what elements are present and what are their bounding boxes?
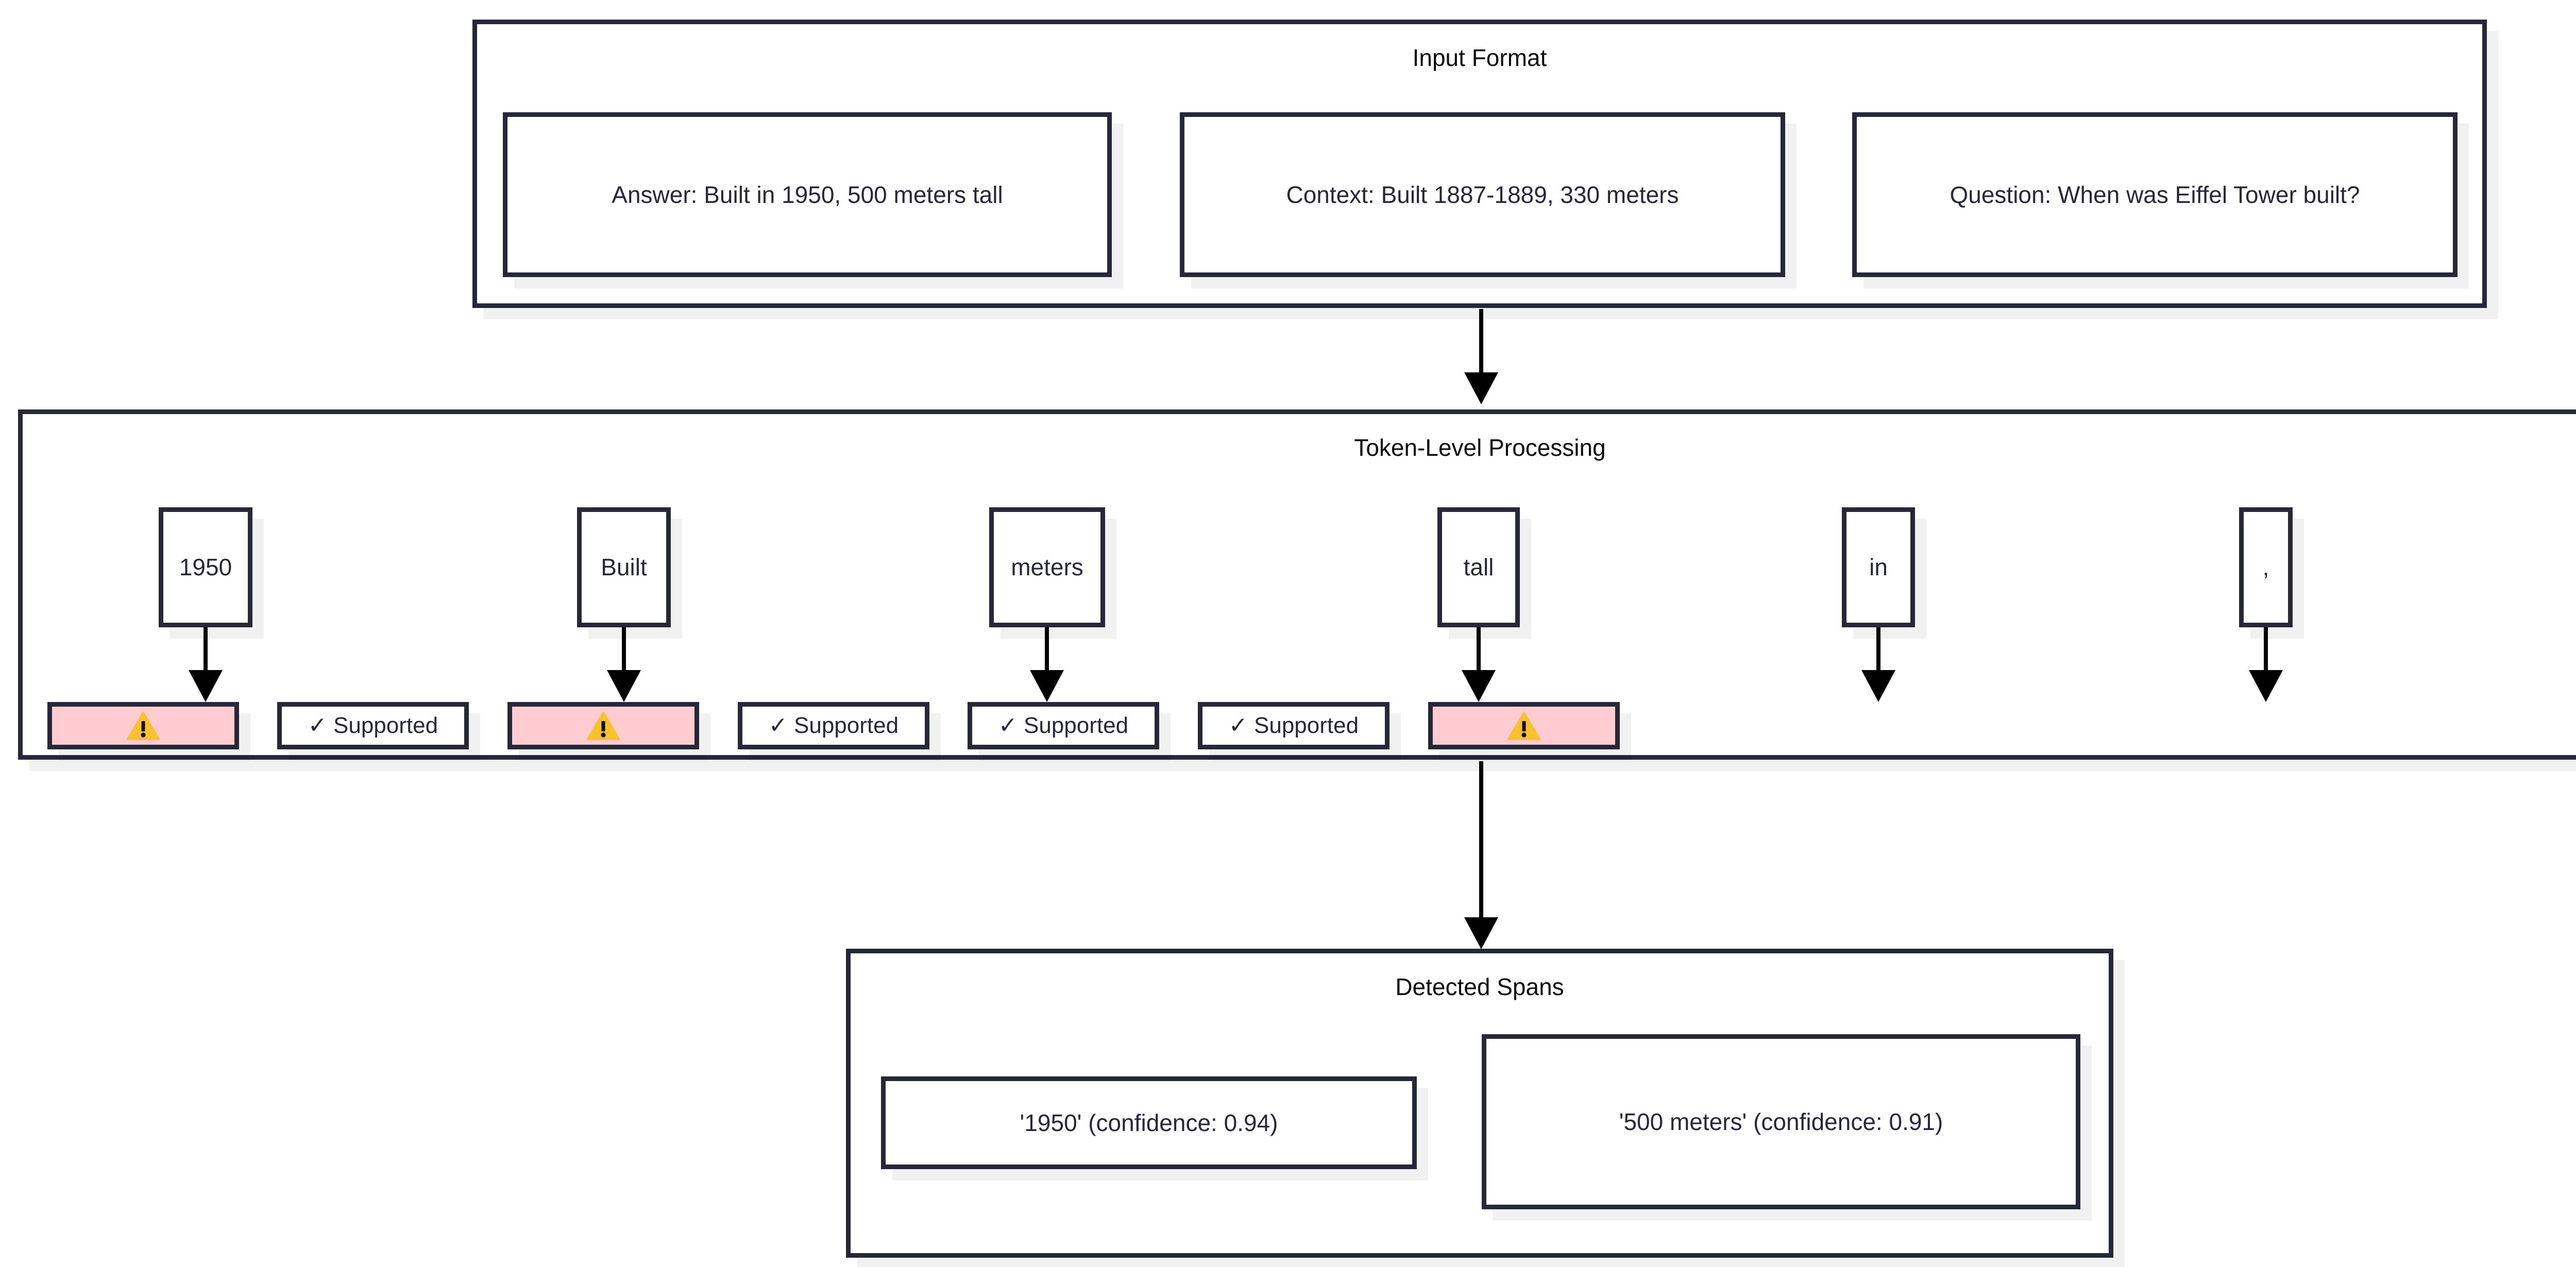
arrow-tokens-to-spans (1464, 761, 1498, 949)
token-level-processing-title: Token-Level Processing (1354, 434, 1606, 461)
answer-box[interactable]: Answer: Built in 1950, 500 meters tall (503, 112, 1112, 277)
context-box[interactable]: Context: Built 1887-1889, 330 meters (1180, 112, 1785, 277)
context-label: Context: Built 1887-1889, 330 meters (1286, 181, 1679, 208)
status-label: ✓ Supported (998, 713, 1129, 739)
warning-triangle-icon (1507, 710, 1541, 741)
answer-label: Answer: Built in 1950, 500 meters tall (612, 181, 1003, 208)
status-box-tall[interactable]: ✓ Supported (738, 702, 929, 749)
token-label: meters (1011, 554, 1083, 581)
token-level-processing-subgraph: Token-Level Processing (18, 409, 2576, 760)
arrow-token-in (1861, 627, 1895, 702)
token-box-comma[interactable]: , (2239, 507, 2293, 627)
token-box-in[interactable]: in (1842, 507, 1915, 627)
span-box-1950[interactable]: '1950' (confidence: 0.94) (881, 1076, 1417, 1169)
arrow-input-to-tokens (1464, 309, 1498, 404)
status-box-comma[interactable]: ✓ Supported (1198, 702, 1389, 749)
warning-triangle-icon (586, 710, 620, 741)
arrow-token-comma (2249, 627, 2283, 702)
token-box-1950[interactable]: 1950 (159, 507, 252, 627)
span-box-500-meters[interactable]: '500 meters' (confidence: 0.91) (1482, 1034, 2080, 1209)
arrow-token-meters (1030, 627, 1064, 702)
arrow-token-tall (1462, 627, 1496, 702)
status-label: ✓ Supported (768, 713, 899, 739)
arrow-token-built (607, 627, 641, 702)
status-box-meters[interactable] (507, 702, 699, 749)
status-box-built[interactable]: ✓ Supported (277, 702, 469, 749)
token-box-meters[interactable]: meters (989, 507, 1105, 627)
span-label: '500 meters' (confidence: 0.91) (1619, 1108, 1943, 1135)
detected-spans-title: Detected Spans (1395, 973, 1564, 1000)
question-label: Question: When was Eiffel Tower built? (1950, 181, 2360, 208)
arrow-token-1950 (189, 627, 223, 702)
token-box-tall[interactable]: tall (1437, 507, 1520, 627)
token-label: , (2262, 554, 2269, 581)
span-label: '1950' (confidence: 0.94) (1020, 1109, 1278, 1136)
status-label: ✓ Supported (308, 713, 438, 739)
token-label: in (1869, 554, 1888, 581)
status-box-in[interactable]: ✓ Supported (968, 702, 1159, 749)
question-box[interactable]: Question: When was Eiffel Tower built? (1852, 112, 2458, 277)
input-format-title: Input Format (1412, 44, 1547, 71)
token-label: 1950 (179, 554, 232, 581)
status-box-500[interactable] (1428, 702, 1620, 749)
token-box-built[interactable]: Built (577, 507, 671, 627)
status-box-1950[interactable] (47, 702, 239, 749)
token-label: tall (1463, 554, 1494, 581)
status-label: ✓ Supported (1228, 713, 1359, 739)
token-label: Built (601, 554, 647, 581)
warning-triangle-icon (126, 710, 160, 741)
